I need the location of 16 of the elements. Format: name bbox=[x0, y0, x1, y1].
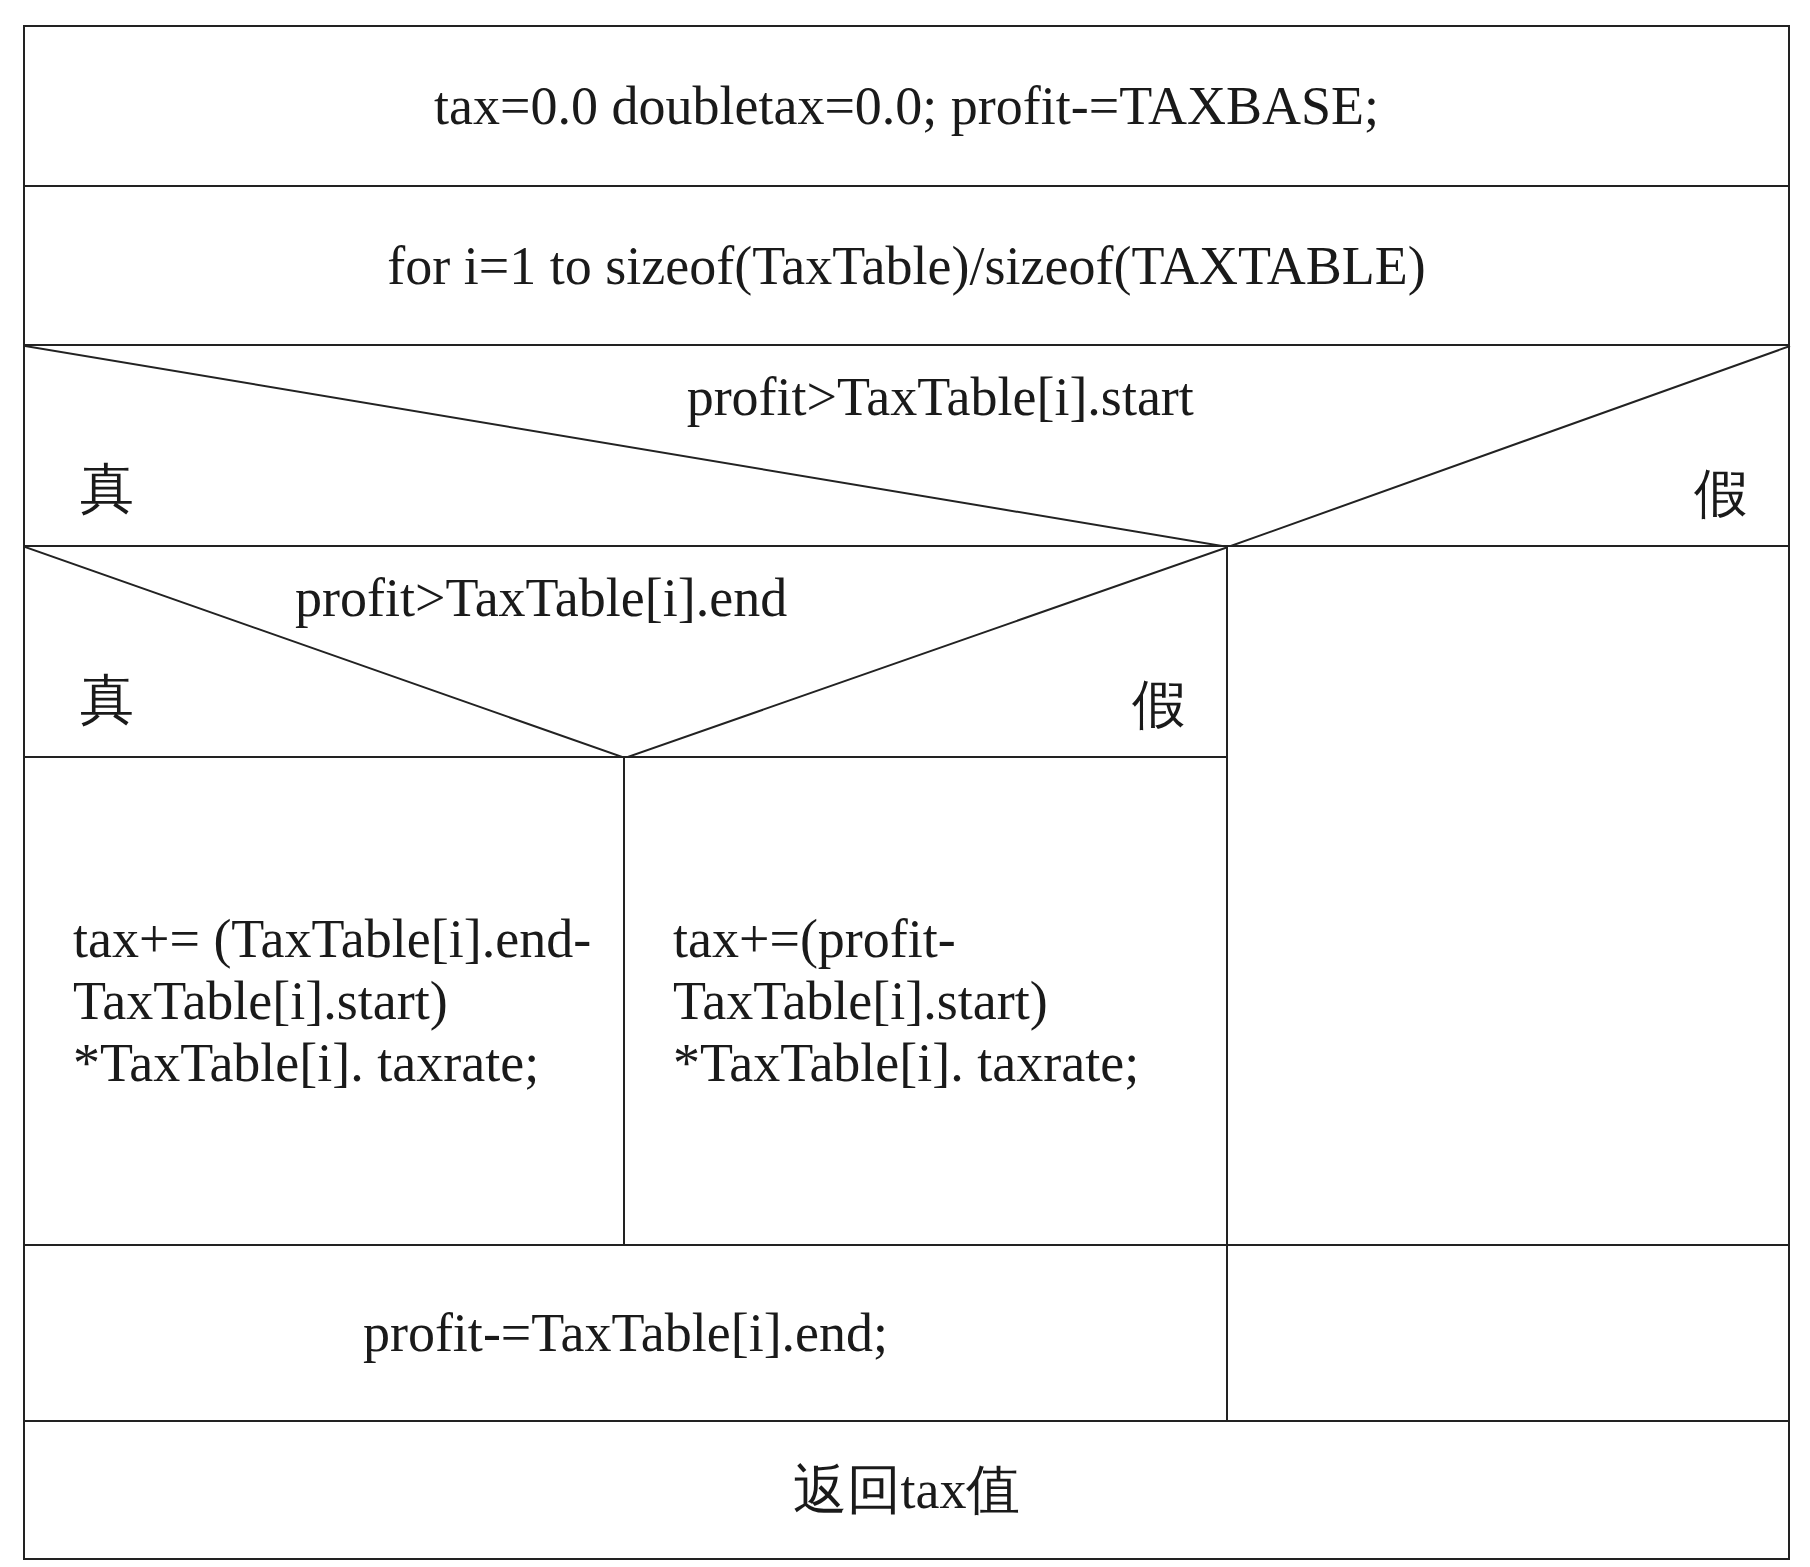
process-box bbox=[23, 1420, 1790, 1560]
statement-text: profit-=TaxTable[i].end; bbox=[361, 1301, 890, 1365]
condition-text: profit>TaxTable[i].start bbox=[686, 366, 1194, 429]
condition-text: profit>TaxTable[i].end bbox=[295, 567, 788, 630]
loop-condition-text: for i=1 to sizeof(TaxTable)/sizeof(TAXTABLE) bbox=[386, 234, 1427, 297]
statement-text: tax=0.0 doubletax=0.0; profit-=TAXBASE; bbox=[433, 74, 1380, 138]
process-box bbox=[23, 25, 1790, 187]
true-branch-label: 真 bbox=[80, 457, 134, 520]
false-branch-label: 假 bbox=[1132, 673, 1186, 736]
true-branch-label: 真 bbox=[80, 668, 134, 731]
statement-text: 返回tax值 bbox=[791, 1458, 1022, 1522]
loop-header-box bbox=[23, 185, 1790, 346]
false-branch-label: 假 bbox=[1694, 462, 1748, 525]
process-box bbox=[23, 756, 625, 1246]
statement-text: tax+= (TaxTable[i].end- TaxTable[i].start) *TaxTable[i]. taxrate; bbox=[73, 907, 593, 1095]
statement-text: tax+=(profit- TaxTable[i].start) *TaxTable[i]. taxrate; bbox=[673, 907, 1141, 1095]
